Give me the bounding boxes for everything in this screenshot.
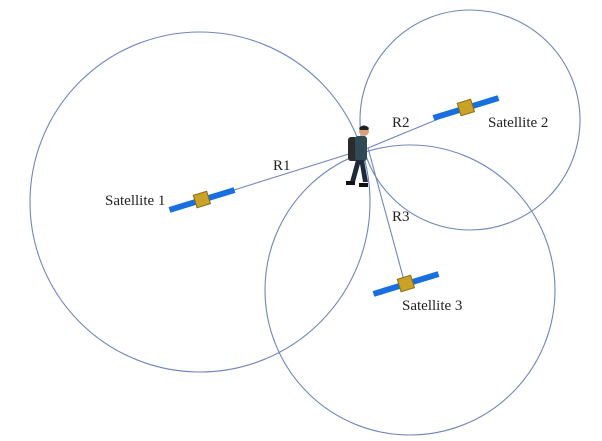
range-label-2: R2 xyxy=(392,115,410,131)
person-with-backpack-icon xyxy=(346,125,369,187)
satellite-2-icon xyxy=(432,95,500,121)
satellite-3-label: Satellite 3 xyxy=(402,298,462,314)
range-circle-3 xyxy=(264,144,556,436)
range-label-1: R1 xyxy=(273,158,291,174)
satellite-2-label: Satellite 2 xyxy=(488,115,548,131)
satellite-1-label: Satellite 1 xyxy=(105,193,165,209)
range-line-3 xyxy=(367,147,406,285)
satellite-3-icon xyxy=(372,271,440,297)
range-circle-1 xyxy=(29,31,371,373)
satellite-1-icon xyxy=(168,187,236,213)
range-label-3: R3 xyxy=(392,209,410,225)
range-circle-2 xyxy=(359,9,581,231)
